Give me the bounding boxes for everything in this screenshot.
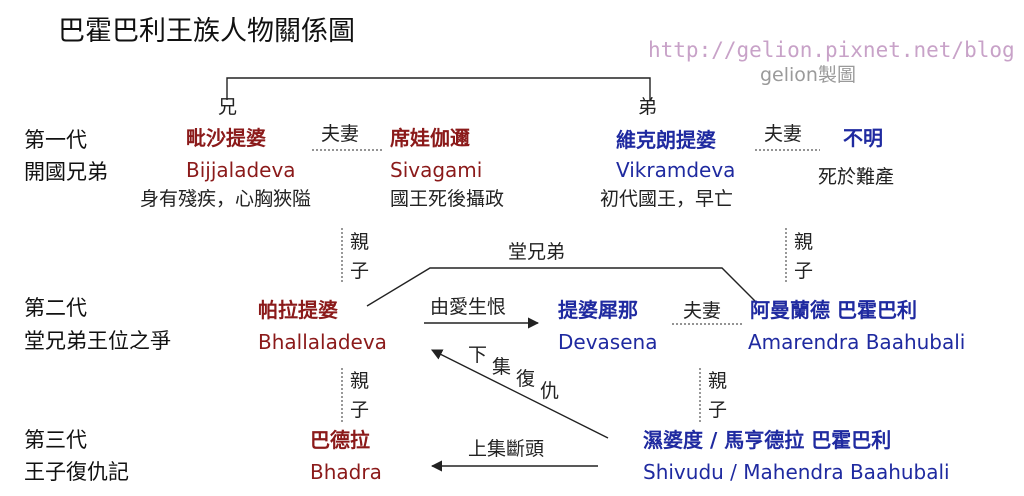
revenge-arrow: [430, 349, 609, 439]
brothers-bracket-line: [226, 77, 651, 100]
shivudu-cn: 濕婆度 / 馬亨德拉 巴霍巴利: [643, 428, 892, 452]
gen1-label: 第一代: [24, 128, 87, 152]
unknown-mother-cn: 不明: [843, 126, 883, 150]
revenge-label-char-1: 下: [468, 344, 488, 366]
cousins-line: [366, 267, 757, 307]
parent-child-label-4-bottom: 子: [708, 399, 728, 421]
devasena-cn: 提婆犀那: [558, 298, 638, 322]
amarendra-cn: 阿曼蘭德 巴霍巴利: [750, 298, 917, 322]
watermark-credit: gelion製圖: [760, 64, 856, 86]
revenge-label-char-3: 復: [516, 368, 536, 390]
younger-brother-label: 弟: [638, 96, 658, 118]
parent-child-label-4-top: 親: [708, 370, 728, 392]
bhallaladeva-cn: 帕拉提婆: [258, 298, 338, 322]
sivagami-note: 國王死後攝政: [390, 188, 505, 210]
gen3-label: 第三代: [24, 428, 87, 452]
spouse-label-gen1-right: 夫妻: [764, 123, 803, 145]
elder-brother-label: 兄: [218, 96, 238, 118]
bhadra-en: Bhadra: [310, 460, 382, 484]
revenge-label-char-4: 仇: [540, 380, 560, 402]
parent-child-label-3-bottom: 子: [350, 399, 370, 421]
devasena-en: Devasena: [558, 330, 658, 354]
parent-child-label-2-bottom: 子: [794, 260, 814, 282]
watermark-url: http://gelion.pixnet.net/blog: [648, 38, 1015, 62]
sivagami-en: Sivagami: [390, 158, 483, 182]
hate-label: 由愛生恨: [430, 296, 507, 318]
bijjaladeva-en: Bijjaladeva: [186, 158, 296, 182]
gen2-label: 第二代: [24, 296, 87, 320]
vikramdeva-cn: 維克朗提婆: [616, 128, 716, 152]
parent-child-label-1-bottom: 子: [350, 260, 370, 282]
cousins-label: 堂兄弟: [508, 241, 566, 263]
revenge-label-char-2: 集: [492, 356, 512, 378]
parent-child-label-1-top: 親: [350, 231, 370, 253]
sivagami-cn: 席娃伽邇: [390, 126, 470, 150]
bijjaladeva-cn: 毗沙提婆: [186, 126, 266, 150]
unknown-mother-note: 死於難產: [818, 166, 895, 188]
gen3-sublabel: 王子復仇記: [24, 460, 129, 484]
spouse-label-gen2: 夫妻: [683, 300, 722, 322]
gen1-sublabel: 開國兄弟: [24, 160, 108, 184]
bhadra-cn: 巴德拉: [310, 428, 370, 452]
gen2-sublabel: 堂兄弟王位之爭: [24, 329, 171, 353]
amarendra-en: Amarendra Baahubali: [748, 330, 966, 354]
bijjaladeva-note: 身有殘疾，心胸狹隘: [140, 188, 312, 210]
shivudu-en: Shivudu / Mahendra Baahubali: [643, 460, 950, 484]
vikramdeva-en: Vikramdeva: [616, 158, 736, 182]
beheading-label: 上集斷頭: [468, 438, 545, 460]
page-title: 巴霍巴利王族人物關係圖: [58, 16, 355, 47]
parent-child-label-3-top: 親: [350, 370, 370, 392]
spouse-label-gen1-left: 夫妻: [321, 123, 360, 145]
parent-child-label-2-top: 親: [794, 231, 814, 253]
bhallaladeva-en: Bhallaladeva: [258, 330, 387, 354]
vikramdeva-note: 初代國王，早亡: [600, 188, 734, 210]
